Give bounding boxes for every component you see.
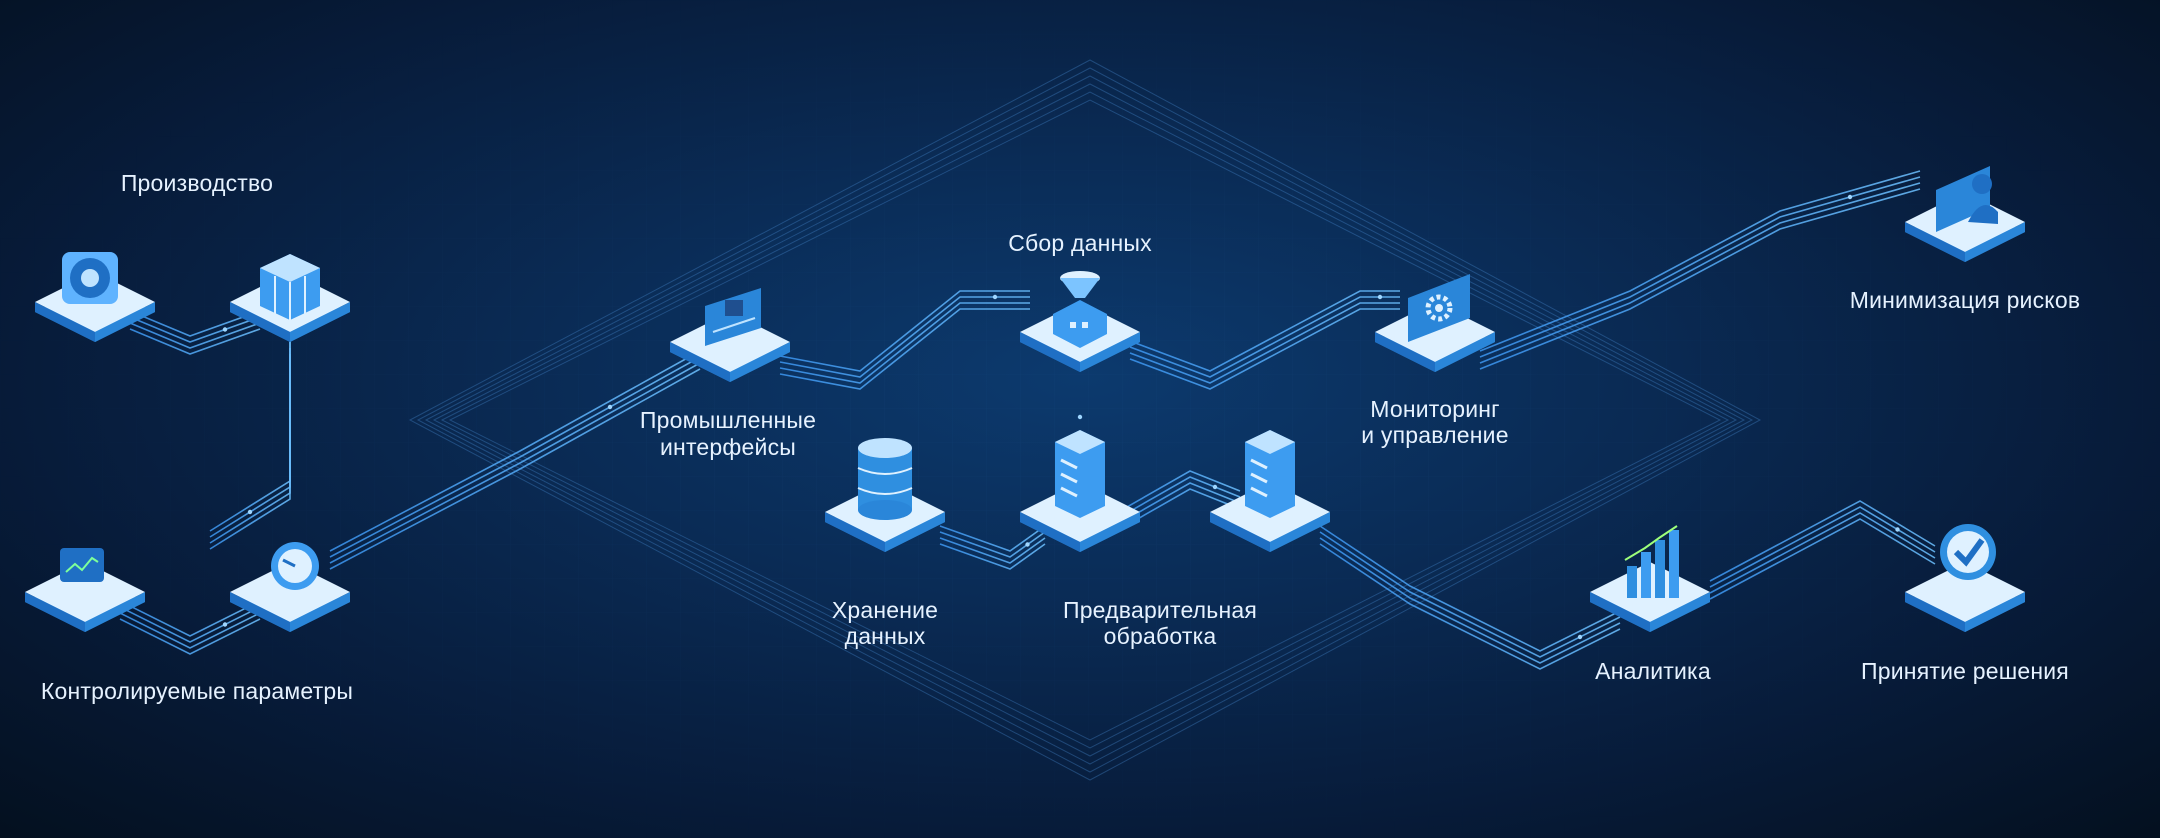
flow-line xyxy=(1129,308,1400,390)
flow-line xyxy=(329,368,701,570)
flow-line xyxy=(1709,500,1936,582)
flow-arrow-dot xyxy=(247,509,253,515)
chip-board-icon xyxy=(670,288,790,382)
flow-line xyxy=(1319,543,1621,670)
flow-line xyxy=(1709,518,1936,600)
monitor-sensor-icon xyxy=(25,548,145,632)
storage-node[interactable] xyxy=(820,438,950,560)
flow-line xyxy=(779,290,1030,372)
flow-arrow-dot xyxy=(1847,194,1853,200)
flow-line xyxy=(119,606,261,643)
flow-line xyxy=(329,350,701,552)
flow-line xyxy=(1479,182,1921,364)
label-preprocessing-2: обработка xyxy=(1103,623,1217,649)
label-storage-2: данных xyxy=(844,623,926,649)
label-monitoring-1: Мониторинг xyxy=(1370,396,1500,422)
flow-line xyxy=(129,316,261,343)
label-controlled-params: Контролируемые параметры xyxy=(40,678,354,704)
risk-node[interactable] xyxy=(1900,160,2030,270)
label-risk-minimization: Минимизация рисков xyxy=(1849,287,2081,313)
flow-line xyxy=(1479,170,1921,352)
database-icon xyxy=(825,438,945,552)
flow-arrow-dot xyxy=(1895,527,1900,532)
checkmark-icon xyxy=(1905,524,2025,632)
server-icon xyxy=(1210,430,1330,552)
flow-line xyxy=(329,362,701,564)
label-industrial-interfaces-2: интерфейсы xyxy=(659,434,797,460)
analytics-node[interactable] xyxy=(1585,525,1715,640)
decision-node[interactable] xyxy=(1900,524,2030,640)
data-collection-node[interactable] xyxy=(1015,270,1145,380)
flow-line xyxy=(779,302,1030,384)
server-rack-icon xyxy=(230,254,350,342)
flow-line xyxy=(939,531,1046,558)
flow-arrow-dot xyxy=(1577,634,1583,640)
label-decision: Принятие решения xyxy=(1861,658,2069,684)
flow-line xyxy=(1129,302,1400,384)
flow-line xyxy=(129,310,261,337)
server-rack-node[interactable] xyxy=(225,240,355,350)
flow-line xyxy=(329,356,701,558)
preprocessing-server-b-node[interactable] xyxy=(1205,430,1335,560)
flow-line xyxy=(129,328,261,355)
flow-line xyxy=(1709,512,1936,594)
label-preprocessing-1: Предварительная xyxy=(1062,597,1258,623)
flow-line xyxy=(1709,506,1936,588)
flow-arrow-dot xyxy=(992,294,998,300)
flow-line xyxy=(209,354,291,550)
flow-arrow-dot xyxy=(1377,294,1383,300)
chip-board-node[interactable] xyxy=(665,280,795,390)
flow-line xyxy=(1319,525,1621,652)
gauge-node[interactable] xyxy=(225,530,355,640)
flow-connections xyxy=(119,170,1936,670)
network-diamond xyxy=(408,59,1762,781)
label-monitoring-2: и управление xyxy=(1361,422,1509,448)
flow-line xyxy=(119,600,261,637)
flow-arrow-dot xyxy=(1212,484,1218,490)
funnel-collector-icon xyxy=(1020,271,1140,372)
label-data-collection: Сбор данных xyxy=(1008,230,1152,256)
flow-line xyxy=(1119,488,1241,530)
server-icon xyxy=(1020,430,1140,552)
flow-line xyxy=(1119,470,1241,512)
label-industrial-interfaces-1: Промышленные xyxy=(639,407,817,433)
flow-arrow-dot xyxy=(222,622,228,627)
flow-line xyxy=(1119,482,1241,524)
flow-line xyxy=(1319,537,1621,664)
label-production: Производство xyxy=(120,170,274,196)
turbine-icon xyxy=(35,252,155,342)
flow-arrow-dot xyxy=(222,327,228,332)
flow-line xyxy=(779,308,1030,390)
gauge-icon xyxy=(230,542,350,632)
flow-line xyxy=(1479,188,1921,370)
flow-line xyxy=(1119,476,1241,518)
flow-line xyxy=(939,537,1046,564)
gear-monitor-icon xyxy=(1375,274,1495,372)
flow-line xyxy=(939,525,1046,552)
label-analytics: Аналитика xyxy=(1595,658,1711,684)
bar-chart-icon xyxy=(1590,525,1710,632)
monitoring-node[interactable] xyxy=(1370,270,1500,380)
flow-arrow-dot xyxy=(1025,542,1030,547)
flow-line xyxy=(129,322,261,349)
flow-line xyxy=(1129,290,1400,372)
flow-arrow-dot xyxy=(607,404,613,410)
preprocessing-server-a-node[interactable] xyxy=(1015,430,1145,560)
flow-line xyxy=(119,618,261,655)
engineer-icon xyxy=(1905,166,2025,262)
monitor-sensor-node[interactable] xyxy=(20,530,150,640)
turbine-node[interactable] xyxy=(30,240,160,350)
label-storage-1: Хранение xyxy=(831,597,939,623)
flow-line xyxy=(119,612,261,649)
flow-line xyxy=(939,543,1046,570)
